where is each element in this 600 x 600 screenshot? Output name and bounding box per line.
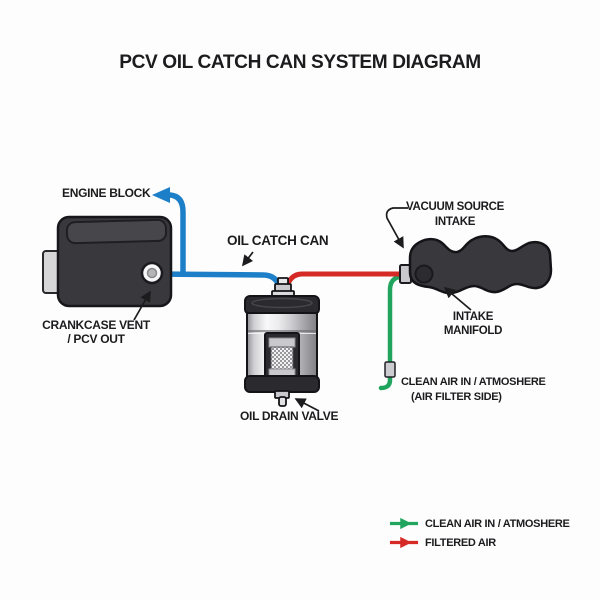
oil-drain-valve-stem	[278, 396, 287, 407]
clean-air-in-label: CLEAN AIR IN / ATMOSHERE (AIR FILTER SID…	[401, 375, 546, 404]
clean-air-hose-path	[378, 274, 402, 391]
can-filter-mesh	[270, 346, 294, 370]
clean-air-arrow-icon	[389, 517, 419, 530]
can-bottom-cap	[244, 375, 320, 393]
clean-air-hose-connector	[384, 361, 396, 378]
leader-arrows	[133, 207, 472, 412]
engine-block-label: ENGINE BLOCK	[62, 186, 151, 200]
pcv-hose-branch-up	[167, 192, 186, 276]
oil-drain-valve-label: OIL DRAIN VALVE	[240, 409, 339, 423]
legend-item-filtered-air: FILTERED AIR	[389, 536, 496, 549]
leader-oil-catch-can	[241, 251, 254, 267]
engine-block-shape	[42, 215, 173, 308]
legend-filtered-air-label: FILTERED AIR	[425, 536, 496, 549]
clean-air-in-label-line2: (AIR FILTER SIDE)	[411, 390, 502, 403]
oil-catch-can-label: OIL CATCH CAN	[227, 233, 329, 248]
crankcase-vent-label-line2: / PCV OUT	[67, 331, 125, 346]
engine-block-arrow-head	[152, 187, 170, 203]
legend-clean-air-label: CLEAN AIR IN / ATMOSHERE	[425, 517, 570, 530]
clean-air-hose-green	[378, 274, 402, 391]
intake-manifold-shape	[399, 235, 553, 295]
crankcase-vent-label: CRANKCASE VENT / PCV OUT	[30, 318, 162, 346]
oil-catch-can-shape	[244, 277, 320, 407]
can-window-top-bar	[268, 337, 296, 348]
filtered-air-arrow-icon	[389, 536, 419, 549]
intake-manifold-label: INTAKE MANIFOLD	[423, 310, 523, 338]
engine-block-lid	[65, 218, 168, 245]
legend-item-clean-air: CLEAN AIR IN / ATMOSHERE	[389, 517, 570, 530]
crankcase-vent-label-line1: CRANKCASE VENT	[42, 318, 150, 332]
vacuum-source-label-line1: VACUUM SOURCE	[405, 201, 505, 213]
leader-vacuum-source	[385, 207, 408, 249]
vacuum-source-label-line2: INTAKE	[434, 215, 476, 228]
vacuum-source-label: VACUUM SOURCE INTAKE	[405, 200, 505, 229]
leader-intake-manifold	[443, 286, 472, 311]
leader-crankcase-vent	[133, 290, 151, 321]
intake-manifold-label-line2: MANIFOLD	[443, 325, 503, 337]
clean-air-in-label-line1: CLEAN AIR IN / ATMOSHERE	[401, 376, 546, 388]
leader-oil-drain-valve	[294, 398, 320, 412]
can-top-face	[251, 297, 313, 309]
page-title: PCV OIL CATCH CAN SYSTEM DIAGRAM	[119, 51, 481, 73]
intake-manifold-label-line1: INTAKE	[452, 311, 494, 323]
manifold-port-hole	[414, 264, 434, 284]
filtered-air-hose-red	[283, 271, 407, 292]
manifold-body	[408, 235, 553, 295]
crankcase-port-inner	[146, 267, 158, 279]
